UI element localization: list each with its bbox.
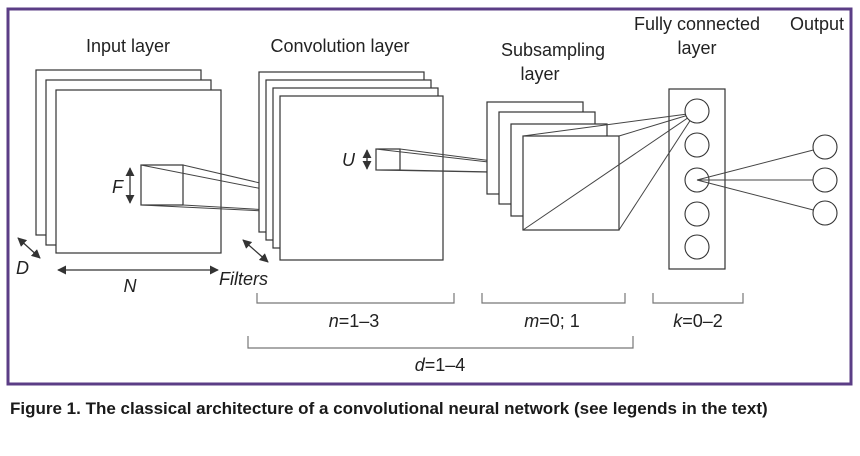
output-neuron bbox=[812, 134, 838, 160]
D-arrow bbox=[17, 237, 41, 259]
fc-neuron bbox=[684, 132, 710, 158]
fc-neuron bbox=[684, 98, 710, 124]
subsampling-window-box bbox=[375, 148, 401, 171]
input-layer-title: Input layer bbox=[86, 36, 170, 56]
bracket-k bbox=[652, 293, 744, 304]
range-k: k=0–2 bbox=[673, 311, 723, 331]
output-title: Output bbox=[790, 14, 844, 34]
output-neuron bbox=[812, 200, 838, 226]
D-symbol: D bbox=[16, 258, 29, 278]
bracket-n bbox=[256, 293, 455, 304]
fully-connected-title-line1: Fully connected bbox=[634, 14, 760, 34]
bracket-d bbox=[247, 336, 634, 349]
filters-label: Filters bbox=[219, 269, 268, 289]
subsampling-layer-title-line2: layer bbox=[520, 64, 559, 84]
subsampling-layer-title-line1: Subsampling bbox=[501, 40, 605, 60]
output-neuron bbox=[812, 167, 838, 193]
convolution-layer-stack bbox=[258, 71, 444, 261]
fc-neuron bbox=[684, 234, 710, 260]
input-layer-stack bbox=[35, 69, 222, 254]
figure-caption: Figure 1. The classical architecture of … bbox=[10, 399, 768, 418]
figure-frame bbox=[6, 7, 853, 386]
filters-arrow bbox=[242, 239, 269, 263]
F-symbol: F bbox=[112, 177, 124, 197]
range-n: n=1–3 bbox=[329, 311, 380, 331]
range-m: m=0; 1 bbox=[524, 311, 580, 331]
convolution-layer-title: Convolution layer bbox=[270, 36, 409, 56]
output-neurons bbox=[812, 134, 838, 226]
bracket-m bbox=[481, 293, 626, 304]
fully-connected-neurons bbox=[684, 98, 710, 260]
range-d: d=1–4 bbox=[415, 355, 466, 375]
U-symbol: U bbox=[342, 150, 356, 170]
subsampling-layer-stack bbox=[486, 101, 620, 231]
fc-neuron bbox=[684, 201, 710, 227]
fully-connected-title-line2: layer bbox=[677, 38, 716, 58]
receptive-field-box bbox=[140, 164, 184, 206]
N-symbol: N bbox=[124, 276, 138, 296]
